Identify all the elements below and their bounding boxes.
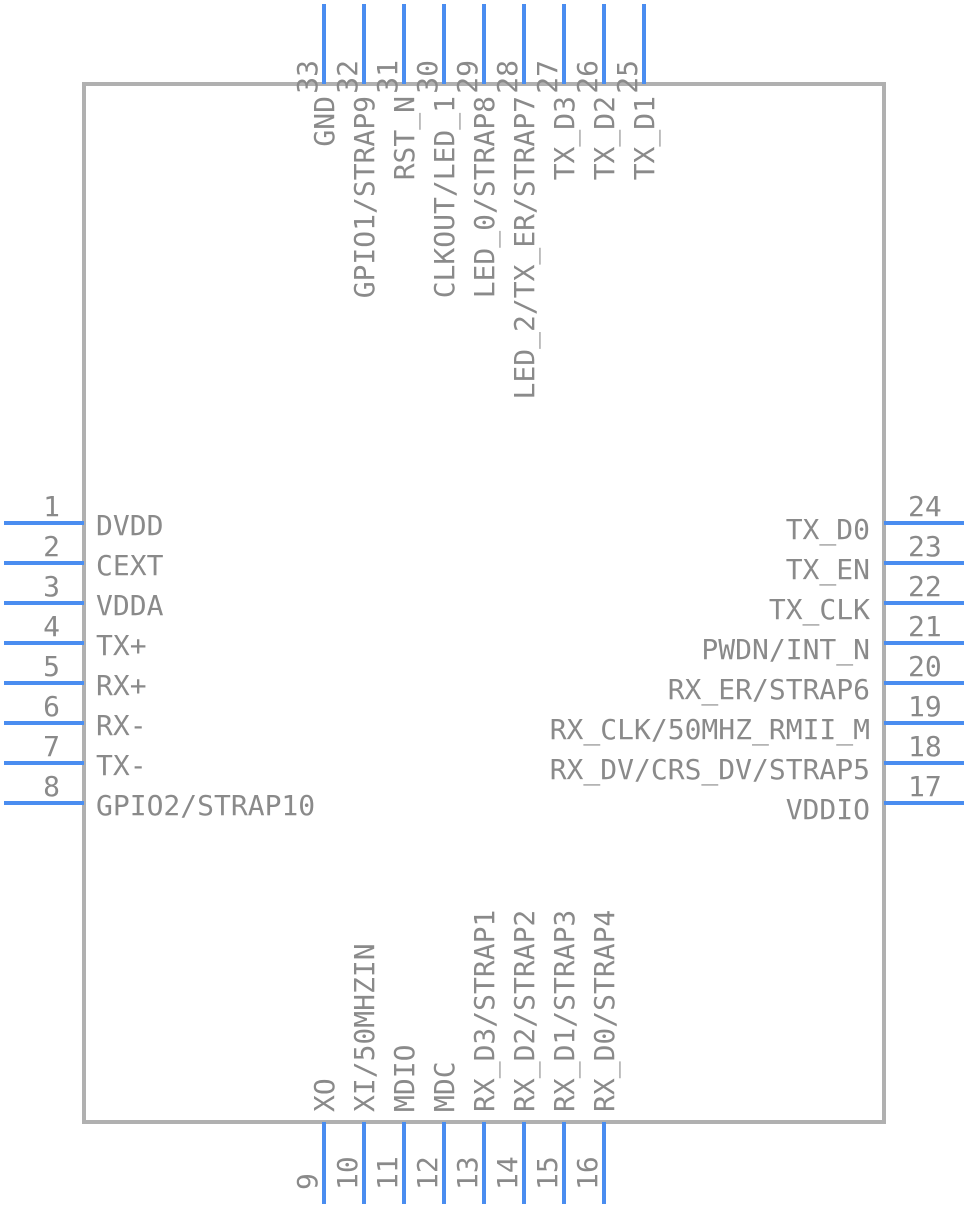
- pin-21-label: PWDN/INT_N: [701, 633, 870, 667]
- pin-9-number: 9: [291, 1173, 324, 1190]
- pin-1-number: 1: [43, 490, 60, 523]
- pin-2-label: CEXT: [96, 549, 164, 582]
- pin-16-number: 16: [571, 1156, 604, 1190]
- pin-33-label: GND: [308, 96, 341, 147]
- pin-5-label: RX+: [96, 669, 147, 702]
- pin-17-number: 17: [908, 770, 942, 803]
- pin-7-label: TX-: [96, 749, 147, 782]
- pin-10-number: 10: [331, 1156, 364, 1190]
- pin-20-number: 20: [908, 650, 942, 683]
- pin-14-number: 14: [491, 1156, 524, 1190]
- pin-24-number: 24: [908, 490, 942, 523]
- pin-23-label: TX_EN: [786, 553, 870, 587]
- pin-10-label: XI/50MHZIN: [348, 943, 381, 1112]
- pin-23-number: 23: [908, 530, 942, 563]
- pin-29-number: 29: [451, 60, 484, 94]
- pin-20-label: RX_ER/STRAP6: [668, 673, 870, 707]
- pin-18-number: 18: [908, 730, 942, 763]
- pin-25-label: TX_D1: [628, 96, 662, 180]
- pin-32-label: GPIO1/STRAP9: [348, 96, 381, 298]
- pin-14-label: RX_D2/STRAP2: [508, 910, 542, 1112]
- pin-9-label: XO: [308, 1078, 341, 1112]
- pin-5-number: 5: [43, 650, 60, 683]
- pin-13-label: RX_D3/STRAP1: [468, 910, 502, 1112]
- pin-22-label: TX_CLK: [769, 593, 870, 627]
- pin-25-number: 25: [611, 60, 644, 94]
- pin-24-label: TX_D0: [786, 513, 870, 547]
- pin-6-number: 6: [43, 690, 60, 723]
- pin-16-label: RX_D0/STRAP4: [588, 910, 622, 1112]
- pin-26-label: TX_D2: [588, 96, 622, 180]
- pin-30-label: CLKOUT/LED_1: [428, 96, 462, 298]
- pin-8-label: GPIO2/STRAP10: [96, 789, 315, 822]
- pin-15-label: RX_D1/STRAP3: [548, 910, 582, 1112]
- pin-6-label: RX-: [96, 709, 147, 742]
- pin-31-number: 31: [371, 60, 404, 94]
- pin-2-number: 2: [43, 530, 60, 563]
- pin-19-number: 19: [908, 690, 942, 723]
- pin-26-number: 26: [571, 60, 604, 94]
- pin-31-label: RST_N: [388, 96, 422, 180]
- pin-27-number: 27: [531, 60, 564, 94]
- pin-17-label: VDDIO: [786, 793, 870, 826]
- pin-11-number: 11: [371, 1156, 404, 1190]
- pin-4-number: 4: [43, 610, 60, 643]
- pin-8-number: 8: [43, 770, 60, 803]
- pin-28-number: 28: [491, 60, 524, 94]
- pin-12-number: 12: [411, 1156, 444, 1190]
- pin-15-number: 15: [531, 1156, 564, 1190]
- pin-7-number: 7: [43, 730, 60, 763]
- pin-21-number: 21: [908, 610, 942, 643]
- pin-27-label: TX_D3: [548, 96, 582, 180]
- pin-29-label: LED_0/STRAP8: [468, 96, 502, 298]
- pin-3-label: VDDA: [96, 589, 164, 622]
- pin-3-number: 3: [43, 570, 60, 603]
- pin-18-label: RX_DV/CRS_DV/STRAP5: [550, 753, 870, 787]
- pin-28-label: LED_2/TX_ER/STRAP7: [508, 96, 542, 399]
- pin-1-label: DVDD: [96, 509, 163, 542]
- pin-4-label: TX+: [96, 629, 147, 662]
- pin-12-label: MDC: [428, 1061, 461, 1112]
- pin-19-label: RX_CLK/50MHZ_RMII_M: [550, 713, 870, 747]
- pin-30-number: 30: [411, 60, 444, 94]
- pin-13-number: 13: [451, 1156, 484, 1190]
- pin-33-number: 33: [291, 60, 324, 94]
- pin-22-number: 22: [908, 570, 942, 603]
- pin-32-number: 32: [331, 60, 364, 94]
- pin-11-label: MDIO: [388, 1045, 421, 1112]
